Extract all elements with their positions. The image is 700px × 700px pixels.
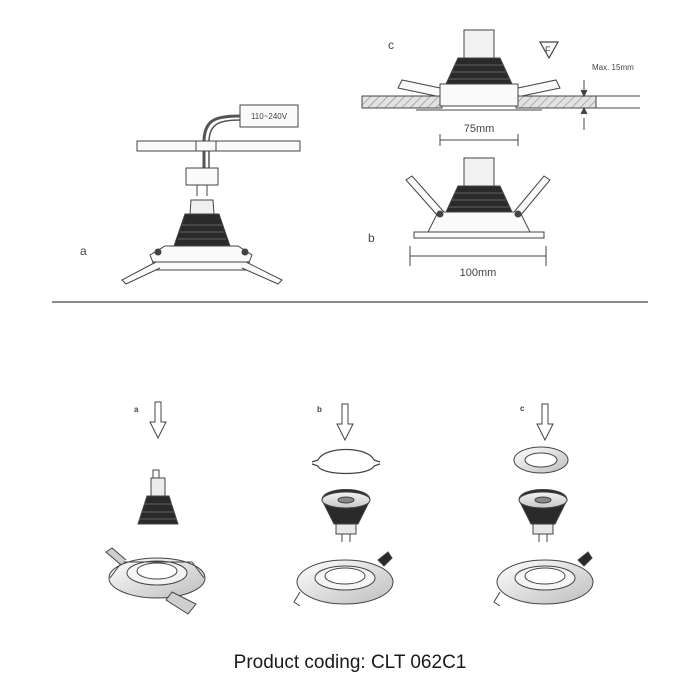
lamp-b-heatsink xyxy=(445,185,513,213)
spring-clip-a-right xyxy=(241,261,283,285)
f-mark-triangle xyxy=(538,41,560,60)
gu10-connector xyxy=(185,167,219,186)
diagram-label-c: c xyxy=(388,38,394,52)
ceiling-slab-right xyxy=(515,95,597,109)
down-arrow-b xyxy=(336,403,354,442)
step-c xyxy=(493,403,594,607)
step-label-b: b xyxy=(317,405,322,414)
mr-lamp-c xyxy=(518,489,568,542)
ceiling-board-a xyxy=(136,140,301,152)
svg-text:F: F xyxy=(545,45,551,55)
step-b xyxy=(293,403,394,607)
gu10-lamp-a xyxy=(137,469,179,525)
lamp-c-heatsink xyxy=(445,57,513,85)
down-arrow-c xyxy=(536,403,554,442)
ceiling-slab-left xyxy=(361,95,443,109)
fitting-c xyxy=(439,83,519,107)
spring-clip-a-left xyxy=(121,261,161,285)
lamp-a-heatsink xyxy=(173,213,231,247)
lamp-b-base xyxy=(463,157,495,187)
spring-clip-c-left xyxy=(397,79,441,97)
spring-clip-b-left xyxy=(405,175,445,217)
cover-ring-c xyxy=(513,446,569,474)
spring-clip-c-right xyxy=(517,79,561,97)
cutout-dimension-label: 75mm xyxy=(464,123,495,135)
mr-lamp-b xyxy=(321,489,371,542)
diagram-c-installed: F xyxy=(361,29,640,146)
driver-cable xyxy=(202,114,241,168)
driver-voltage-label: 110~240V xyxy=(251,112,288,121)
fitting-ring-b xyxy=(293,551,394,607)
step-label-a: a xyxy=(134,405,139,414)
diagram-label-a: a xyxy=(80,244,87,258)
spring-clip-b-right xyxy=(513,175,551,217)
fitting-a xyxy=(149,245,253,271)
step-a xyxy=(105,401,206,615)
fitting-ring-a xyxy=(105,547,206,615)
outer-dimension-label: 100mm xyxy=(460,267,497,279)
down-arrow-a xyxy=(149,401,167,440)
lamp-a-base xyxy=(189,199,215,215)
product-coding-caption: Product coding: CLT 062C1 xyxy=(233,652,467,673)
lamp-c-base xyxy=(463,29,495,59)
fitting-ring-c xyxy=(493,551,594,607)
step-label-c: c xyxy=(520,404,525,413)
max-thickness-label: Max. 15mm xyxy=(592,63,634,72)
diagram-label-b: b xyxy=(368,231,375,245)
diagram-a-assembly xyxy=(121,104,301,285)
diagram-b-clips xyxy=(405,157,551,266)
retaining-clip-b xyxy=(311,449,381,475)
